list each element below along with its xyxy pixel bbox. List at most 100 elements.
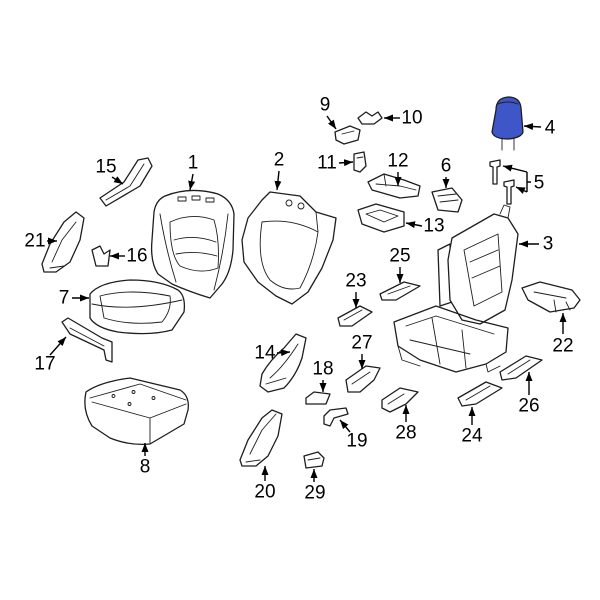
part-9-clip	[334, 125, 361, 145]
part-28-cover	[381, 387, 419, 413]
seat-back-panel-outline	[241, 191, 337, 305]
callout-label-14: 14	[254, 343, 276, 364]
callout-3: 3	[519, 234, 553, 255]
callout-4: 4	[523, 118, 556, 139]
part-10-clip	[357, 111, 383, 125]
callout-label-6: 6	[441, 156, 452, 177]
callout-18: 18	[312, 359, 334, 392]
part-14-trim-panel	[259, 333, 307, 393]
callout-label-23: 23	[345, 271, 366, 292]
part-29-clip	[303, 451, 325, 469]
callout-17: 17	[34, 336, 67, 375]
part-23-track-cover	[337, 305, 373, 327]
callout-label-7: 7	[59, 288, 70, 309]
callout-17-leader	[49, 336, 67, 356]
callout-label-24: 24	[461, 426, 483, 447]
tray-detail	[365, 209, 399, 223]
callout-label-17: 17	[34, 354, 55, 375]
callout-label-18: 18	[312, 359, 333, 380]
track-cover-23-outline	[337, 305, 373, 327]
callout-14: 14	[254, 343, 291, 364]
callout-label-2: 2	[274, 150, 285, 171]
callout-label-26: 26	[518, 396, 539, 417]
callout-label-25: 25	[389, 246, 410, 267]
track-cover-24-detail	[465, 385, 491, 401]
callout-label-29: 29	[304, 483, 325, 504]
trim-15-detail	[105, 163, 145, 201]
track-cover-26-detail	[507, 359, 531, 375]
trim-15-outline	[99, 157, 153, 207]
callout-14-leader	[276, 349, 291, 357]
bracket-17-outline	[61, 317, 113, 363]
trim-14-detail	[265, 343, 299, 385]
cover-18-outline	[305, 391, 331, 405]
part-15-trim	[99, 157, 153, 207]
seat-cushion-stitching	[91, 291, 183, 324]
callout-label-15: 15	[95, 157, 116, 178]
callout-11-leader	[338, 159, 354, 167]
part-19-bolt	[323, 407, 349, 427]
part-7-seat-cushion	[89, 279, 186, 335]
part-18-cover	[305, 391, 331, 405]
callout-21: 21	[24, 231, 57, 252]
trim-20-outline	[239, 409, 283, 467]
callout-2-leader	[274, 170, 282, 191]
clip-9-detail	[341, 130, 355, 135]
callout-5-bracket	[526, 172, 531, 192]
seat-pan-outline	[84, 377, 189, 446]
callout-label-20: 20	[254, 482, 275, 503]
callout-12: 12	[387, 151, 409, 186]
part-12-bracket	[367, 173, 421, 199]
callout-label-5: 5	[534, 173, 545, 194]
part-13-tray	[357, 203, 405, 233]
part-11-clip	[353, 151, 367, 173]
bracket-6-detail	[437, 193, 459, 203]
callout-label-28: 28	[395, 423, 416, 444]
part-20-trim	[239, 409, 283, 467]
callout-label-10: 10	[401, 108, 422, 129]
track-cover-25-outline	[379, 281, 421, 301]
seat-pan-detail	[89, 383, 187, 445]
clip-11-outline	[353, 151, 367, 173]
part-16-bracket	[91, 245, 111, 267]
bolt-19-outline	[323, 407, 349, 427]
callout-label-11: 11	[317, 153, 337, 174]
callout-15-leader	[111, 176, 124, 185]
trim-21-outline	[41, 211, 85, 273]
cover-27-detail	[351, 371, 371, 385]
callout-7: 7	[59, 288, 89, 309]
callout-19-leader	[339, 419, 351, 433]
cover-27-outline	[345, 365, 381, 393]
callout-29: 29	[304, 469, 326, 504]
callout-8: 8	[140, 443, 150, 478]
seat-back-cushion-stitching	[159, 195, 229, 291]
callout-19: 19	[339, 419, 368, 452]
part-17-bracket	[61, 317, 113, 363]
callout-label-9: 9	[320, 95, 331, 116]
bracket-12-detail	[375, 173, 417, 191]
track-cover-25-detail	[387, 285, 411, 295]
callout-label-27: 27	[351, 333, 372, 354]
part-22-latch	[521, 281, 581, 313]
track-cover-26-outline	[499, 355, 543, 381]
trim-21-detail	[49, 221, 77, 269]
part-4-headrest	[491, 96, 524, 151]
callout-26: 26	[518, 372, 540, 417]
bracket-17-detail	[69, 327, 105, 347]
seat-frame-detail	[397, 204, 511, 373]
callout-4-leader	[523, 123, 542, 131]
callout-label-3: 3	[543, 234, 554, 255]
callout-27: 27	[351, 333, 373, 369]
callout-25: 25	[389, 246, 411, 283]
callout-5: 5	[502, 164, 545, 194]
track-cover-24-outline	[457, 381, 503, 407]
headrest-outline	[491, 96, 524, 140]
part-1-seat-back-cushion	[150, 189, 235, 299]
callout-5-leader-lower	[515, 186, 528, 194]
seat-back-panel-detail	[259, 199, 319, 290]
latch-22-detail	[533, 291, 571, 313]
callout-23: 23	[345, 271, 367, 308]
callout-6: 6	[441, 156, 452, 188]
callout-9: 9	[320, 95, 337, 130]
